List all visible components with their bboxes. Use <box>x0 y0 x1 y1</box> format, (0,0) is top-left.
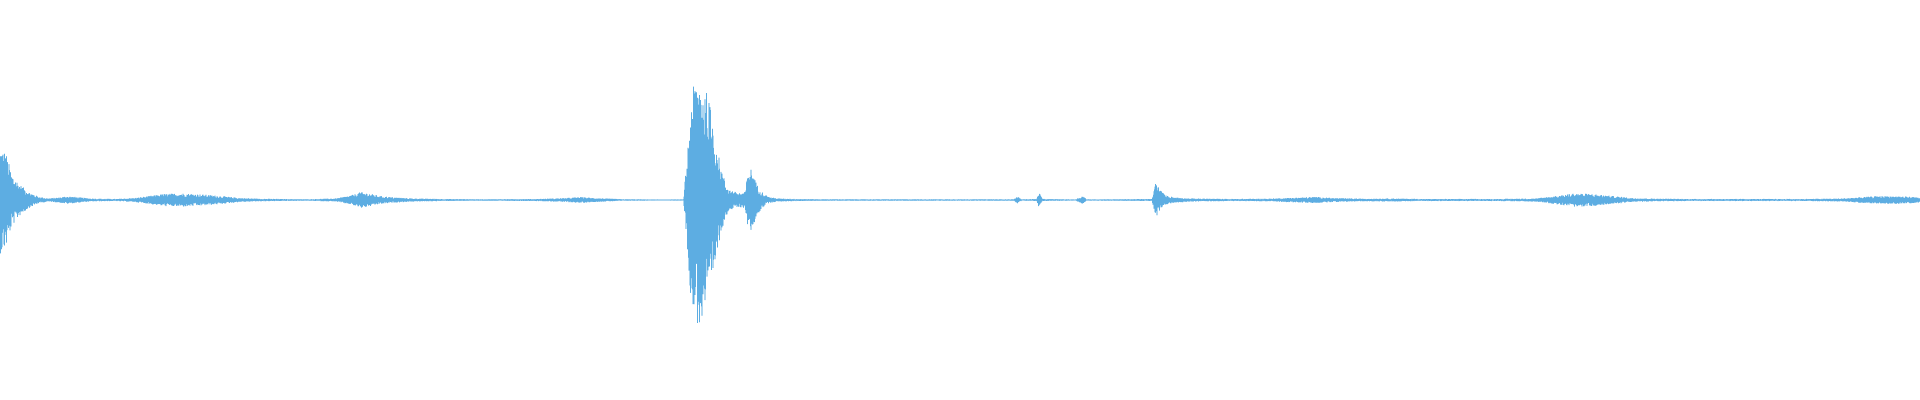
waveform-signal <box>0 86 1920 323</box>
